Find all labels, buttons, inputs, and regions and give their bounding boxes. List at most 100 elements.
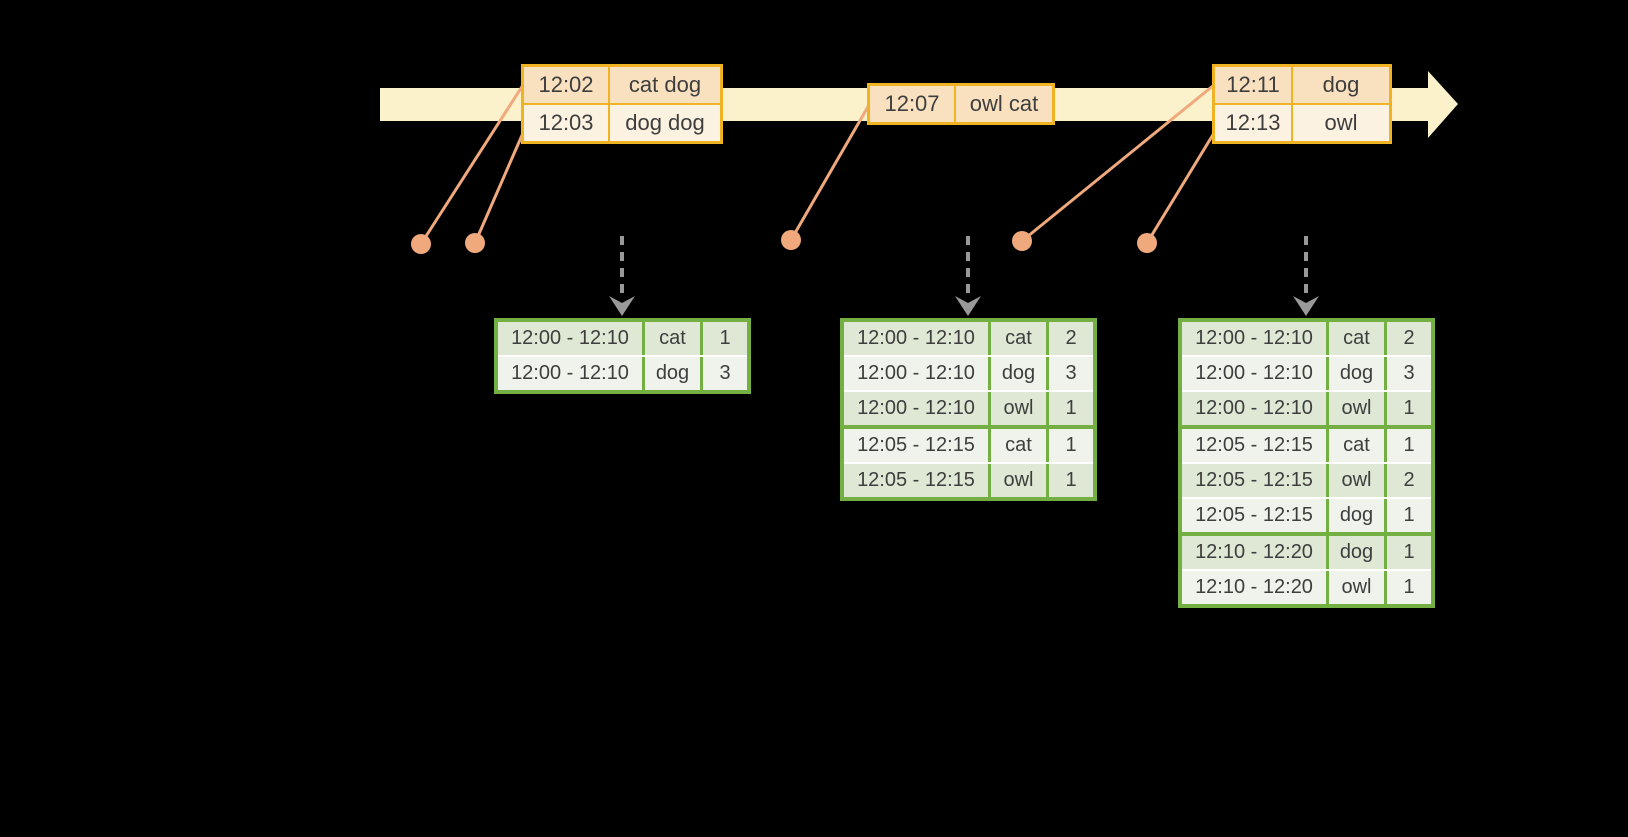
- row-separator: [1182, 532, 1431, 536]
- result-window-cell: 12:05 - 12:15: [844, 429, 988, 462]
- result-window-cell: 12:10 - 12:20: [1182, 536, 1326, 569]
- event-words-cell: owl: [1293, 105, 1389, 141]
- result-window-cell: 12:05 - 12:15: [1182, 464, 1326, 497]
- event-time-cell: 12:13: [1215, 105, 1291, 141]
- row-separator: [844, 355, 1093, 357]
- result-word-cell: owl: [991, 392, 1046, 425]
- event-time-cell: 12:11: [1215, 67, 1291, 103]
- event-words-cell: cat dog: [610, 67, 720, 103]
- result-count-cell: 2: [1387, 464, 1431, 497]
- result-window-cell: 12:00 - 12:10: [498, 322, 642, 355]
- result-count-cell: 1: [1049, 429, 1093, 462]
- row-separator: [1182, 355, 1431, 357]
- timeline-arrowhead-icon: [1428, 71, 1458, 138]
- connector-line: [1021, 83, 1215, 243]
- result-word-cell: dog: [1329, 357, 1384, 390]
- result-count-cell: 2: [1387, 322, 1431, 355]
- event-words-cell: dog: [1293, 67, 1389, 103]
- row-separator: [498, 355, 747, 357]
- result-window-cell: 12:00 - 12:10: [844, 322, 988, 355]
- result-count-cell: 1: [703, 322, 747, 355]
- result-count-cell: 1: [1387, 536, 1431, 569]
- connector-line: [789, 104, 871, 241]
- event-dot-icon: [1012, 231, 1032, 251]
- result-count-cell: 3: [1387, 357, 1431, 390]
- result-count-cell: 1: [1387, 392, 1431, 425]
- event-time-cell: 12:07: [870, 86, 954, 122]
- result-word-cell: cat: [645, 322, 700, 355]
- result-word-cell: owl: [1329, 464, 1384, 497]
- event-dot-icon: [1137, 233, 1157, 253]
- result-window-cell: 12:05 - 12:15: [1182, 499, 1326, 532]
- event-connector-lines: [419, 83, 1216, 245]
- result-word-cell: cat: [1329, 322, 1384, 355]
- result-word-cell: cat: [991, 322, 1046, 355]
- result-count-cell: 1: [1049, 464, 1093, 497]
- connector-line: [419, 84, 525, 245]
- result-word-cell: cat: [1329, 429, 1384, 462]
- result-window-cell: 12:00 - 12:10: [498, 357, 642, 390]
- result-window-cell: 12:05 - 12:15: [844, 464, 988, 497]
- event-dot-icon: [781, 230, 801, 250]
- result-word-cell: owl: [991, 464, 1046, 497]
- result-word-cell: owl: [1329, 392, 1384, 425]
- result-word-cell: owl: [1329, 571, 1384, 604]
- result-window-cell: 12:00 - 12:10: [1182, 392, 1326, 425]
- trigger-arrowhead-icon: [955, 296, 981, 316]
- result-count-cell: 1: [1049, 392, 1093, 425]
- result-count-cell: 2: [1049, 322, 1093, 355]
- event-time-cell: 12:03: [524, 105, 608, 141]
- result-word-cell: cat: [991, 429, 1046, 462]
- result-window-cell: 12:00 - 12:10: [1182, 357, 1326, 390]
- result-window-cell: 12:10 - 12:20: [1182, 571, 1326, 604]
- event-dot-icon: [465, 233, 485, 253]
- row-separator: [844, 462, 1093, 464]
- event-dots: [411, 230, 1157, 254]
- result-word-cell: dog: [991, 357, 1046, 390]
- result-count-cell: 1: [1387, 571, 1431, 604]
- trigger-arrowhead-icon: [1293, 296, 1319, 316]
- event-dot-icon: [411, 234, 431, 254]
- result-window-cell: 12:00 - 12:10: [1182, 322, 1326, 355]
- result-window-cell: 12:00 - 12:10: [844, 392, 988, 425]
- result-window-cell: 12:00 - 12:10: [844, 357, 988, 390]
- event-time-cell: 12:02: [524, 67, 608, 103]
- result-word-cell: dog: [1329, 499, 1384, 532]
- event-words-cell: dog dog: [610, 105, 720, 141]
- row-separator: [844, 425, 1093, 429]
- row-separator: [1182, 390, 1431, 392]
- result-count-cell: 1: [1387, 499, 1431, 532]
- row-separator: [1182, 462, 1431, 464]
- result-word-cell: dog: [645, 357, 700, 390]
- row-separator: [1182, 569, 1431, 571]
- result-window-cell: 12:05 - 12:15: [1182, 429, 1326, 462]
- event-words-cell: owl cat: [956, 86, 1052, 122]
- connector-line: [473, 132, 525, 244]
- result-count-cell: 1: [1387, 429, 1431, 462]
